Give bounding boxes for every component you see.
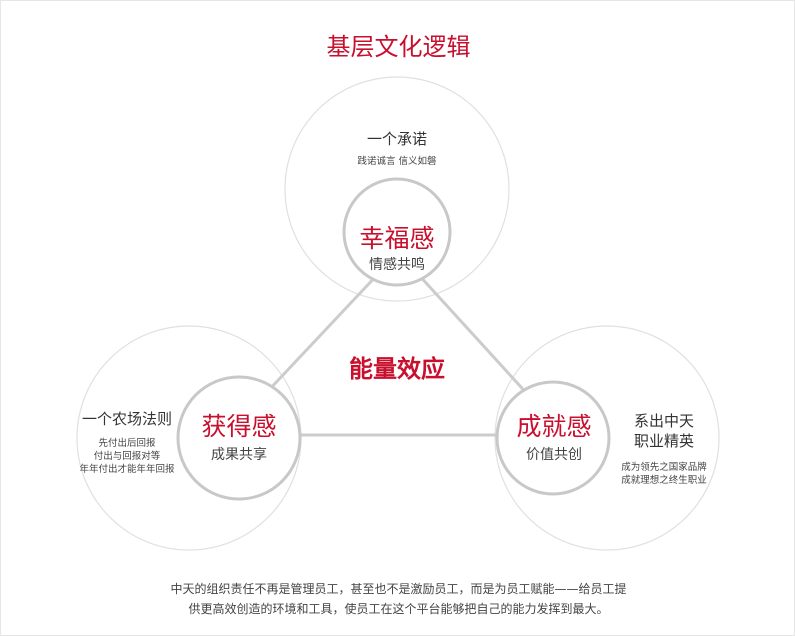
footer-text: 中天的组织责任不再是管理员工，甚至也不是激励员工，而是为员工赋能——给员工提 供… (1, 579, 794, 619)
left-desc: 先付出后回报 付出与回报对等 年年付出才能年年回报 (67, 437, 187, 476)
inner-circle-right (495, 380, 611, 496)
left-heading: 一个农场法则 (81, 410, 172, 428)
page-title: 基层文化逻辑 (326, 33, 471, 61)
outer-circle-top (284, 76, 510, 302)
right-heading-line: 系出中天 (633, 412, 694, 430)
triangle-edge-right (415, 271, 543, 411)
inner-circle-left (176, 375, 302, 501)
right-heading: 系出中天 职业精英 (609, 411, 719, 451)
node-achievement-sub: 价值共创 (526, 447, 582, 463)
outer-circle-right (494, 325, 720, 551)
left-desc-line: 先付出后回报 (98, 438, 156, 449)
left-desc-line: 年年付出才能年年回报 (79, 464, 175, 475)
inner-circle-top (342, 177, 452, 287)
right-desc: 成为领先之国家品牌 成就理想之终生职业 (609, 461, 719, 487)
footer-line: 供更高效创造的环境和工具，使员工在这个平台能够把自己的能力发挥到最大。 (188, 602, 609, 616)
footer-line: 中天的组织责任不再是管理员工，甚至也不是激励员工，而是为员工赋能——给员工提 (170, 582, 627, 596)
node-gain: 获得感 (201, 412, 277, 441)
right-heading-line: 职业精英 (633, 432, 694, 450)
node-gain-sub: 成果共享 (211, 447, 267, 463)
top-desc: 践诺诚言 信义如磐 (357, 156, 437, 167)
top-heading: 一个承诺 (366, 130, 427, 148)
right-desc-line: 成就理想之终生职业 (621, 475, 707, 486)
node-happiness: 幸福感 (359, 224, 435, 253)
left-desc-line: 付出与回报对等 (93, 451, 161, 462)
node-achievement: 成就感 (516, 412, 592, 441)
center-label: 能量效应 (349, 355, 445, 383)
node-happiness-sub: 情感共鸣 (369, 257, 425, 273)
right-desc-line: 成为领先之国家品牌 (621, 462, 707, 473)
